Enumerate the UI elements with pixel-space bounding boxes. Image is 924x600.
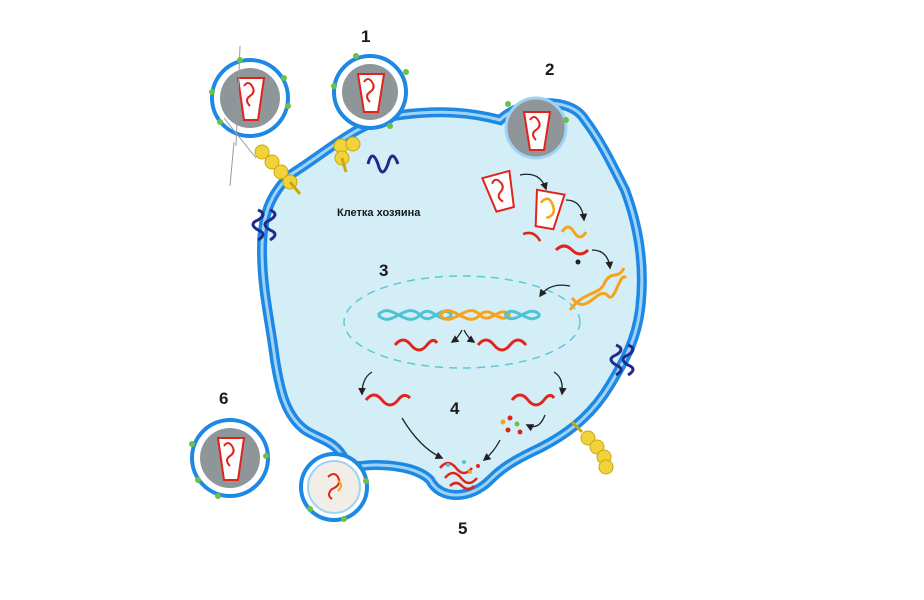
coreceptor-step1 — [366, 154, 400, 174]
step-label-3: 3 — [379, 261, 388, 280]
process-arrows — [358, 173, 614, 461]
receptor-cd4-step1 — [333, 136, 361, 173]
step-label-1: 1 — [361, 27, 370, 46]
arrow-integrate — [539, 284, 571, 298]
arrow-transcribe-right — [463, 329, 476, 343]
arrow-export-left — [358, 371, 373, 396]
arrow-transcribe-left — [450, 329, 463, 343]
receptor-cd4-right — [570, 420, 614, 475]
virion-budding — [299, 452, 369, 522]
coreceptor-right — [609, 343, 635, 377]
assembly-bud — [439, 460, 480, 491]
nucleus-region — [343, 275, 581, 369]
step-label-4: 4 — [450, 399, 460, 418]
host-dna-integrated — [376, 309, 542, 321]
coreceptor-left — [251, 208, 277, 242]
arrow-translate — [525, 414, 546, 432]
arrow-uncoat-2 — [565, 199, 588, 222]
virion-free-top-left — [209, 45, 291, 187]
step-label-2: 2 — [545, 60, 554, 79]
viral-dna-helix — [568, 267, 628, 311]
arrow-rt — [591, 249, 614, 270]
receptor-cd4-left — [254, 144, 302, 195]
capsid-uncoating-2 — [522, 188, 566, 242]
rna-cytoplasm-left — [364, 393, 412, 407]
viral-proteins — [500, 415, 523, 435]
step-label-6: 6 — [219, 389, 228, 408]
rna-cytoplasm-right — [510, 393, 556, 407]
rna-transcript-right — [476, 338, 528, 352]
virion-mature — [189, 418, 270, 499]
host-cell-label: Клетка хозяина — [337, 207, 421, 219]
rna-transcript-left — [393, 338, 439, 352]
step-label-5: 5 — [458, 519, 467, 538]
rna-reverse-transcription — [554, 225, 590, 265]
virion-step1 — [331, 53, 409, 130]
virion-step2-fusion — [504, 96, 569, 160]
arrow-assembly-left — [401, 417, 444, 459]
arrow-assembly-right — [482, 439, 501, 461]
arrow-export-right — [553, 371, 567, 396]
arrow-uncoat-1 — [519, 173, 548, 191]
capsid-uncoating-1 — [480, 169, 515, 213]
